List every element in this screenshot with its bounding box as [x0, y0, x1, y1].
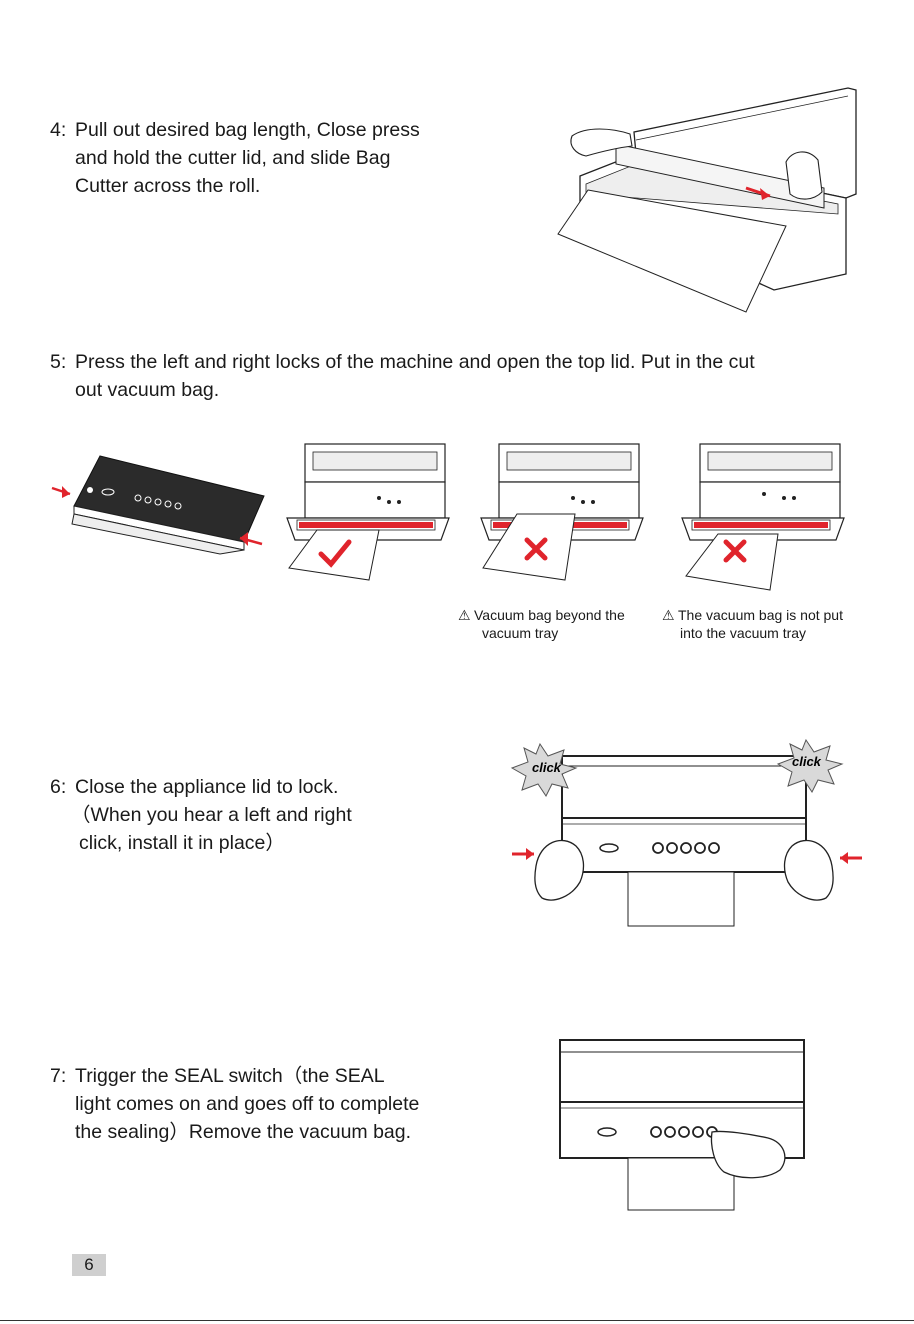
open-machine-wrong-2 [678, 440, 848, 590]
step-number: 5: [50, 348, 66, 376]
step-line: Pull out desired bag length, Close press [75, 116, 420, 144]
warning-triangle-icon: ⚠ [458, 606, 474, 624]
step-line: light comes on and goes off to complete [75, 1090, 419, 1118]
closed-machine-illustration [50, 450, 265, 560]
step-line: Close the appliance lid to lock. [75, 773, 352, 801]
step-number: 6: [50, 773, 66, 801]
step-line: （When you hear a left and right [71, 801, 352, 829]
step-line: Trigger the SEAL switch（the SEAL [75, 1062, 419, 1090]
seal-switch-illustration [554, 1034, 814, 1214]
cutter-illustration [556, 84, 856, 316]
step-5-text: 5: Press the left and right locks of the… [50, 348, 755, 404]
step-4-text: 4: Pull out desired bag length, Close pr… [50, 116, 420, 200]
warning-line: into the vacuum tray [662, 624, 843, 642]
bottom-rule [0, 1320, 914, 1321]
page-number: 6 [72, 1254, 106, 1276]
open-machine-correct [283, 440, 453, 580]
step-line: Cutter across the roll. [75, 172, 420, 200]
step-line: the sealing）Remove the vacuum bag. [75, 1118, 419, 1146]
warning-triangle-icon: ⚠ [662, 606, 678, 624]
step-7-text: 7: Trigger the SEAL switch（the SEAL ligh… [50, 1062, 419, 1146]
warning-line: vacuum tray [458, 624, 625, 642]
warning-beyond-tray: ⚠Vacuum bag beyond the vacuum tray [458, 606, 625, 642]
close-lid-illustration: click click [506, 738, 864, 930]
open-machine-wrong-1 [477, 440, 647, 580]
step-line: out vacuum bag. [75, 376, 755, 404]
step-number: 7: [50, 1062, 66, 1090]
warning-line: The vacuum bag is not put [678, 607, 843, 623]
step-6-text: 6: Close the appliance lid to lock. （Whe… [50, 773, 352, 857]
hand-icon [535, 840, 584, 900]
step-line: click, install it in place） [79, 829, 352, 857]
click-label: click [532, 760, 562, 775]
hand-icon [785, 840, 834, 900]
step-line: Press the left and right locks of the ma… [75, 348, 755, 376]
step-number: 4: [50, 116, 66, 144]
warning-line: Vacuum bag beyond the [474, 607, 625, 623]
hand-icon [786, 152, 822, 199]
step-line: and hold the cutter lid, and slide Bag [75, 144, 420, 172]
warning-not-in-tray: ⚠The vacuum bag is not put into the vacu… [662, 606, 843, 642]
click-label: click [792, 754, 822, 769]
